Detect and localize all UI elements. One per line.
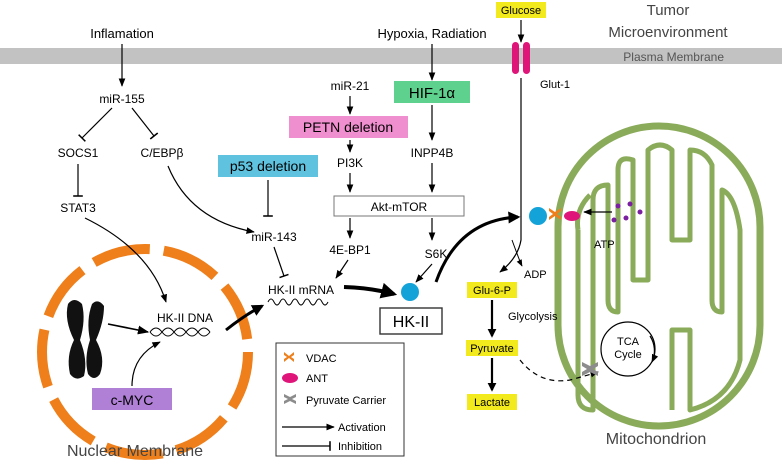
pyruvate-label: Pyruvate [470, 343, 513, 355]
arrow-adp [511, 239, 523, 267]
4ebp1-label: 4E-BP1 [329, 243, 371, 257]
hk2-label: HK-II [393, 314, 429, 331]
cmyc-box [92, 388, 172, 410]
legend-carrier-icon [284, 394, 296, 404]
arrow-cmyc-dna [131, 341, 161, 387]
tca-cycle-label: Cycle [614, 349, 642, 361]
adp-label: ADP [524, 269, 547, 281]
inhib-mir155-cebpb [131, 107, 159, 140]
akt-mtor-label: Akt-mTOR [371, 200, 428, 214]
p53-deletion-label: p53 deletion [230, 158, 306, 174]
inpp4b-label: INPP4B [411, 146, 454, 160]
mir155-label: miR-155 [99, 92, 145, 106]
cristae [575, 142, 743, 413]
mrna-strand [267, 298, 329, 306]
legend-inhibition-label: Inhibition [338, 441, 382, 453]
tca-arrow [649, 335, 659, 363]
legend-vdac-label: VDAC [306, 353, 337, 365]
glucose-box [496, 2, 546, 18]
vdac-icon [549, 208, 561, 220]
hif1a-label: HIF-1α [409, 85, 456, 102]
hk2-ball [401, 283, 419, 301]
legend-ant-icon [282, 373, 298, 383]
pyruvate-box [466, 340, 518, 356]
glycolysis-label: Glycolysis [508, 311, 558, 323]
inhib-mir143-mrna [273, 246, 289, 279]
arrow-chromosome-dna [107, 323, 150, 335]
glucose-label: Glucose [501, 5, 541, 17]
tca-label: TCA [617, 336, 640, 348]
glu6p-box [467, 282, 517, 298]
pi3k-label: PI3K [337, 156, 363, 170]
hif1a-box [394, 81, 470, 103]
glut1-label: Glut-1 [540, 79, 570, 91]
arrow-cebpb-mir143 [167, 165, 255, 234]
cmyc-label: c-MYC [111, 392, 154, 408]
legend-ant-label: ANT [306, 373, 328, 385]
arrow-mrna-hk2 [343, 282, 398, 299]
glut1-transporter-icon [512, 42, 530, 74]
legend-vdac-icon [284, 352, 294, 362]
mitochondrion-outer [554, 122, 764, 430]
mir143-label: miR-143 [251, 230, 297, 244]
s6k-label: S6K [425, 247, 448, 261]
hk2-bound-ball [529, 207, 547, 225]
inflammation-label: Inflamation [90, 26, 154, 41]
atp-label: ATP [594, 239, 615, 251]
tumor-label: Tumor [647, 2, 690, 19]
plasma-membrane-label: Plasma Membrane [623, 50, 724, 64]
petn-deletion-box [289, 116, 408, 138]
plasma-membrane-band [0, 48, 782, 64]
mitochondrion-label: Mitochondrion [606, 431, 707, 448]
microenvironment-label: Microenvironment [608, 24, 728, 41]
petn-deletion-label: PETN deletion [303, 119, 393, 135]
arrow-stat3-dna [84, 217, 167, 303]
cebpb-label: C/EBPβ [141, 146, 184, 160]
nuclear-membrane-label: Nuclear Membrane [67, 443, 203, 460]
stat3-label: STAT3 [60, 201, 96, 215]
legend-carrier-label: Pyruvate Carrier [306, 395, 386, 407]
legend-activation-label: Activation [338, 422, 386, 434]
dna-strand-b [149, 327, 211, 337]
arrow-s6k-hk2 [415, 263, 433, 283]
arrow-dna-mrna [225, 304, 265, 332]
akt-mtor-box [333, 195, 465, 217]
glu6p-label: Glu-6-P [473, 285, 511, 297]
legend-box [275, 342, 405, 457]
arrow-pyruvate-mito [519, 359, 599, 382]
mir21-label: miR-21 [331, 79, 370, 93]
arrow-4ebp1-mrna [335, 259, 349, 279]
arrow-glut1-glu6p [499, 78, 522, 273]
lactate-box [467, 394, 517, 410]
hk-dna-label: HK-II DNA [157, 311, 213, 325]
hk-mrna-label: HK-II mRNA [268, 283, 334, 297]
ant-icon [564, 211, 580, 221]
p53-deletion-box [218, 155, 318, 177]
nuclear-membrane [37, 244, 253, 460]
inhib-mir155-socs1 [78, 107, 113, 142]
dna-strand-a [149, 327, 211, 337]
atp-dots [611, 201, 643, 223]
arrow-hk2-mito [434, 211, 521, 283]
hk2-box [379, 307, 443, 335]
pyruvate-carrier-icon [582, 362, 598, 376]
socs1-label: SOCS1 [58, 146, 99, 160]
chromosome-icon [66, 300, 104, 379]
lactate-label: Lactate [474, 397, 510, 409]
hypoxia-label: Hypoxia, Radiation [377, 26, 486, 41]
